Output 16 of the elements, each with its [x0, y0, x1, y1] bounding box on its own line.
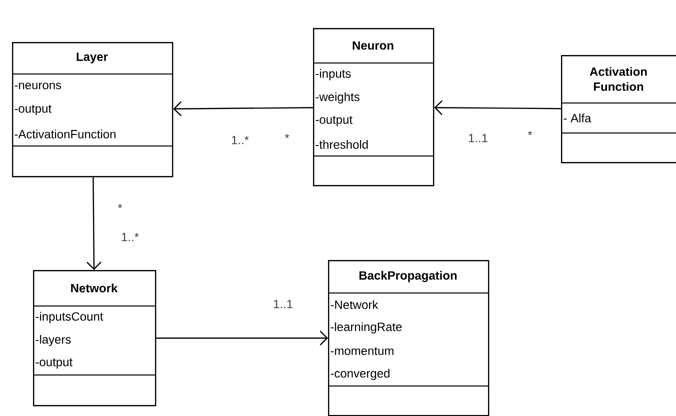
multiplicity-label: *: [118, 204, 122, 208]
multiplicity-label: *: [284, 134, 290, 138]
association-arrow: [173, 101, 314, 116]
association-arrow: [156, 330, 328, 346]
multiplicity-label: *: [528, 130, 532, 136]
class-box: BackPropagation -Network -learningRate -momentum -converged: [328, 260, 490, 416]
association-arrow: [434, 100, 561, 116]
multiplicity-label: 1..1: [468, 134, 488, 142]
class-box: Network -inputsCount -layers -output: [32, 270, 156, 406]
multiplicity-label: 1..1: [274, 300, 292, 308]
class-box: Layer -neurons -output -ActivationFunction: [12, 42, 174, 178]
multiplicity-label: 1..*: [122, 232, 139, 242]
class-box: Activation Function - Alfa: [560, 55, 676, 164]
class-box: Neuron -inputs -weights -output -threshold: [312, 28, 434, 186]
association-arrow: [86, 177, 102, 270]
multiplicity-label: 1..*: [232, 136, 249, 144]
